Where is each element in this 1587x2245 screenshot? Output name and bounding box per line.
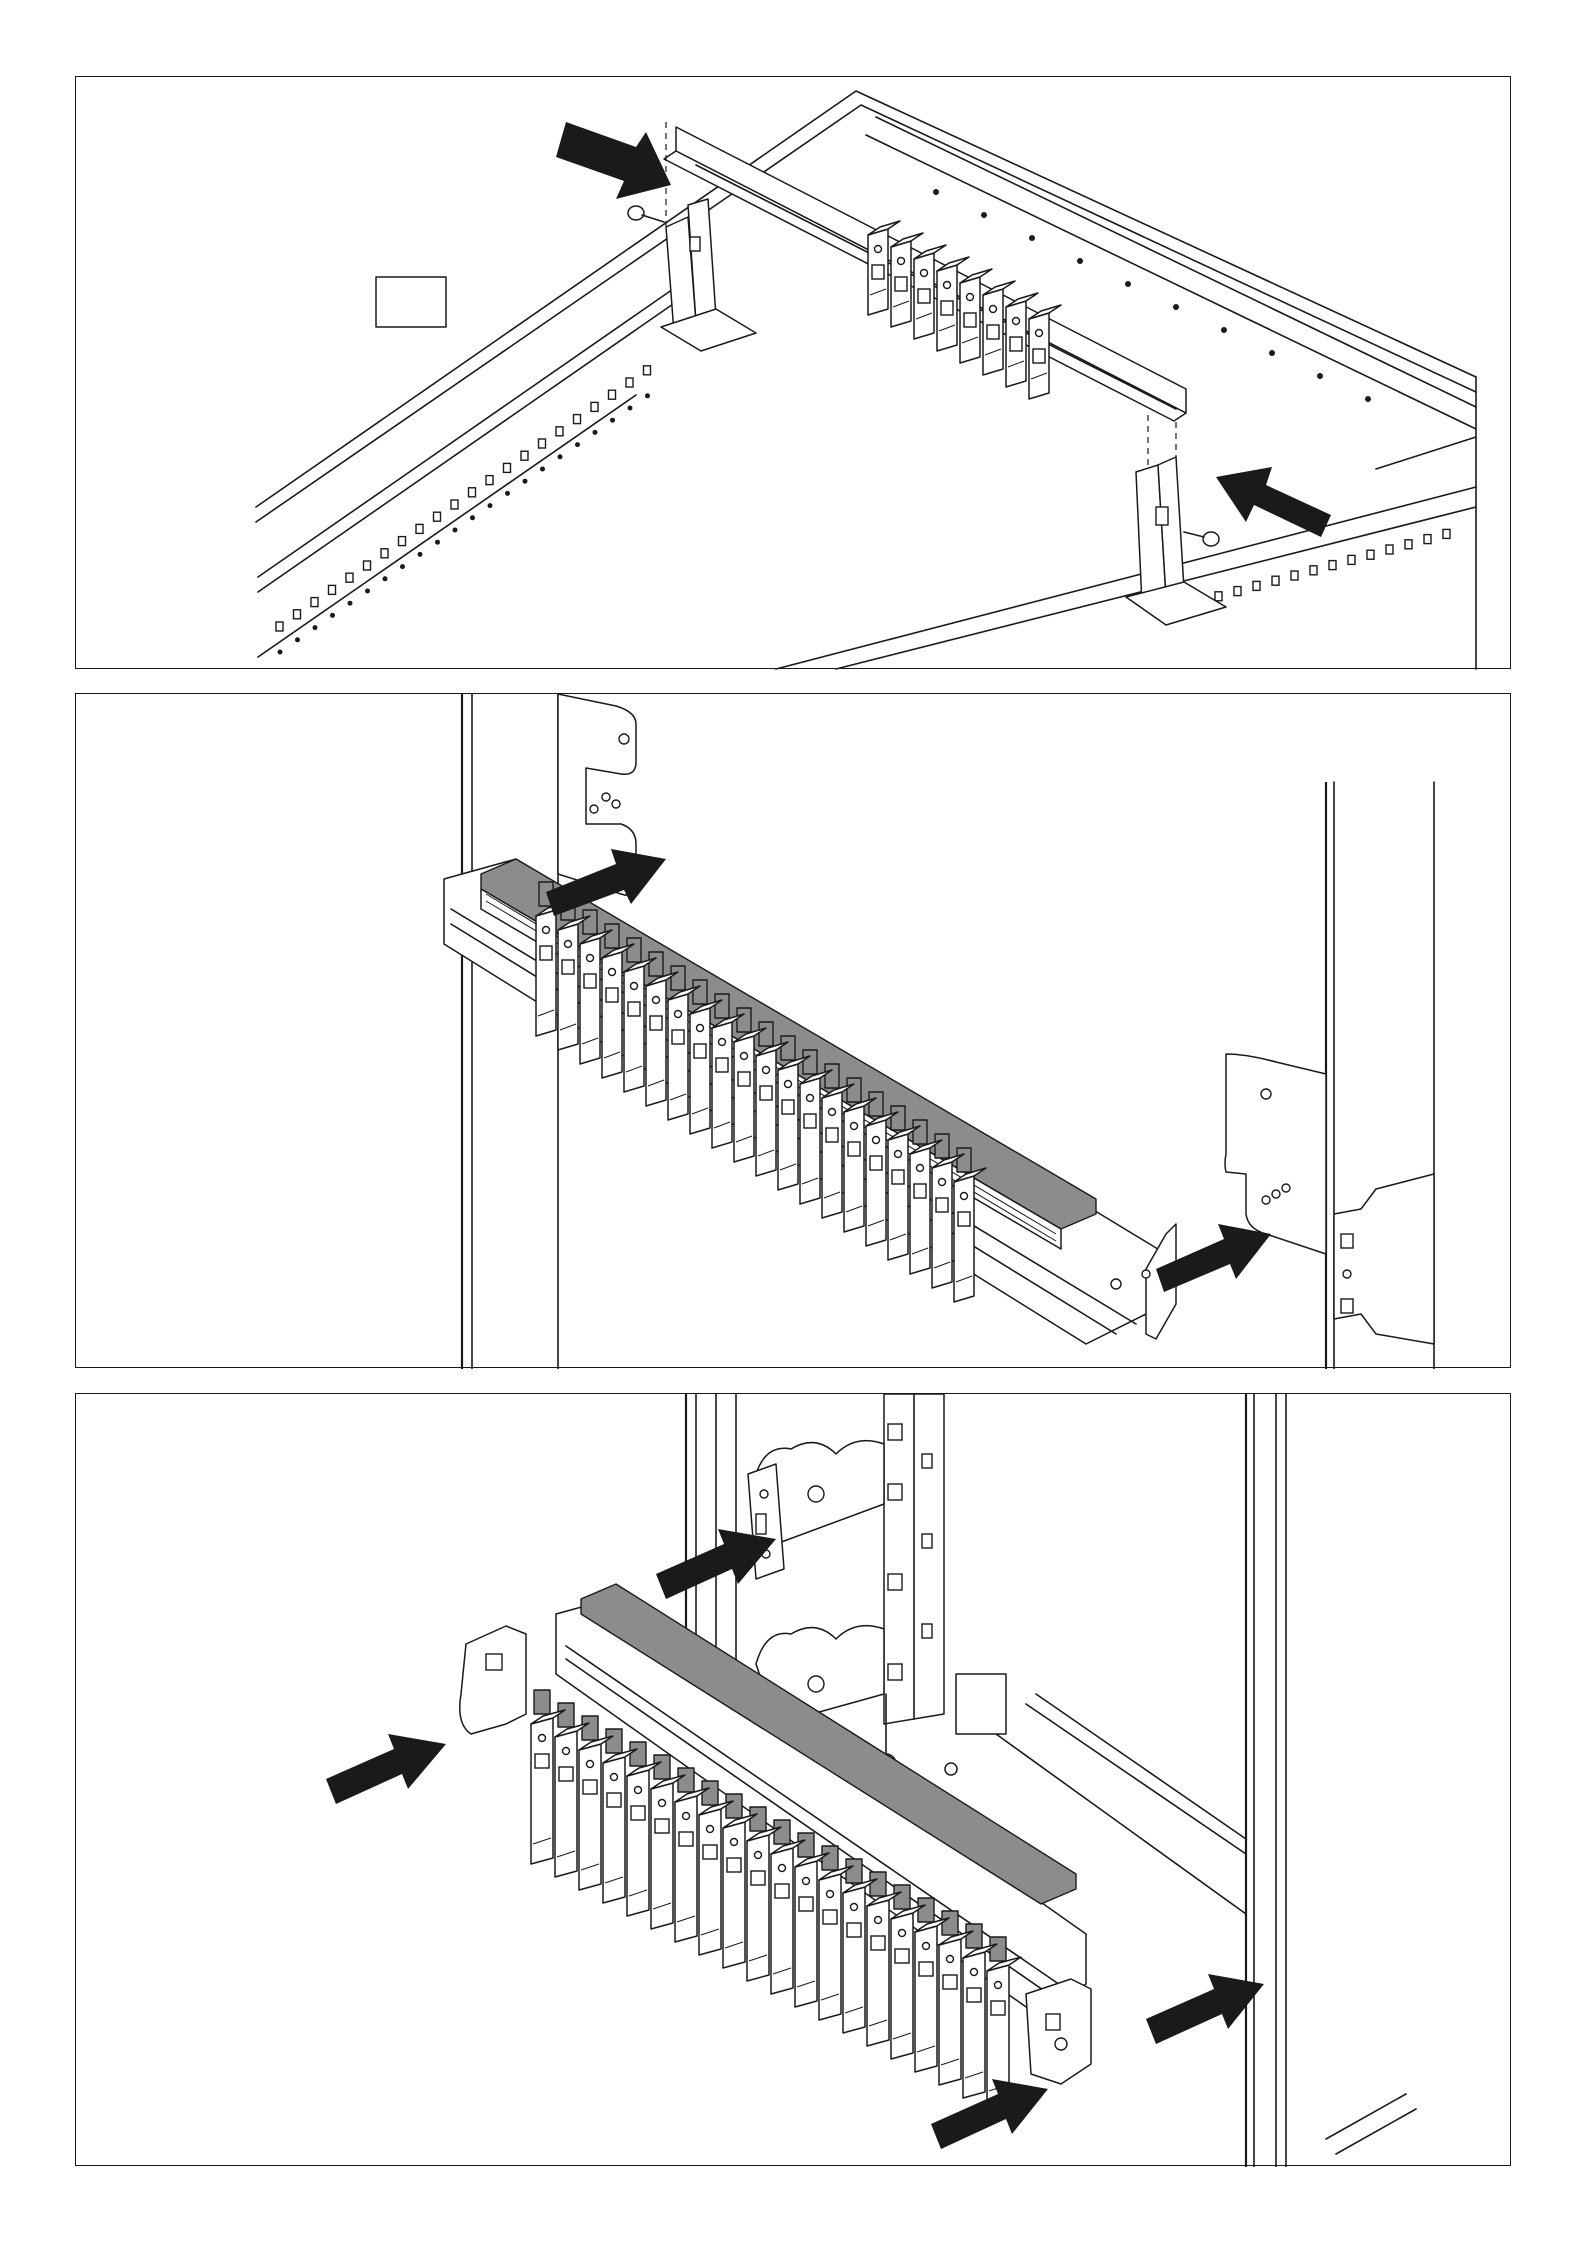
perforation-hole xyxy=(330,613,335,618)
perforation-hole xyxy=(1234,587,1241,596)
perforation-hole xyxy=(933,189,939,195)
bracket-icon xyxy=(1225,1054,1434,1344)
panel-rail-insertion xyxy=(75,693,1511,1368)
perforation-hole xyxy=(1029,235,1035,241)
perforation-hole xyxy=(539,439,546,448)
perforation-hole xyxy=(1173,304,1179,310)
cabinet-frame xyxy=(256,91,1476,669)
perforation-hole xyxy=(346,573,353,582)
perforation-hole xyxy=(644,366,651,375)
perforation-hole xyxy=(364,561,371,570)
perforation-hole xyxy=(556,427,563,436)
arrow-icon xyxy=(556,122,671,199)
perforation-hole xyxy=(1221,327,1227,333)
rail-on-profile-drawing xyxy=(76,1394,1512,2167)
perforation-hole xyxy=(981,212,987,218)
perforation-hole xyxy=(435,540,440,545)
perforation-hole xyxy=(593,430,598,435)
perforation-hole xyxy=(645,393,650,398)
perforation-hole xyxy=(523,479,528,484)
perforation-hole xyxy=(434,512,441,521)
perforation-hole xyxy=(575,442,580,447)
perforation-hole xyxy=(294,610,301,619)
perforation-hole xyxy=(470,515,475,520)
profile-perforations-right xyxy=(933,189,1450,606)
perforation-hole xyxy=(1215,592,1222,601)
perforation-hole xyxy=(505,491,510,496)
perforation-hole xyxy=(1125,281,1131,287)
perforation-hole xyxy=(400,564,405,569)
perforation-hole xyxy=(1253,581,1260,590)
perforation-hole xyxy=(1386,545,1393,554)
perforation-hole xyxy=(1329,561,1336,570)
perforation-hole xyxy=(488,503,493,508)
perforation-hole xyxy=(295,637,300,642)
perforation-hole xyxy=(469,488,476,497)
perforation-hole xyxy=(383,576,388,581)
screw-icon xyxy=(628,206,664,222)
perforation-hole xyxy=(1317,373,1323,379)
perforation-hole xyxy=(1367,550,1374,559)
perforation-hole xyxy=(453,528,458,533)
perforation-hole xyxy=(540,467,545,472)
screw-icon xyxy=(1184,532,1219,546)
perforation-hole xyxy=(1310,566,1317,575)
perforation-hole xyxy=(610,418,615,423)
perforation-hole xyxy=(1077,258,1083,264)
perforation-hole xyxy=(626,378,633,387)
perforation-hole xyxy=(1405,540,1412,549)
perforation-hole xyxy=(521,451,528,460)
perforation-hole xyxy=(609,390,616,399)
perforation-hole xyxy=(329,585,336,594)
perforation-hole xyxy=(399,537,406,546)
perforation-hole xyxy=(451,500,458,509)
arrow-icon xyxy=(1216,467,1331,537)
perforation-hole xyxy=(504,463,511,472)
perforation-hole xyxy=(486,476,493,485)
perforation-hole xyxy=(416,524,423,533)
perforation-hole xyxy=(1348,555,1355,564)
profile-perforations-left xyxy=(276,366,651,655)
perforation-hole xyxy=(311,598,318,607)
perforation-hole xyxy=(276,622,283,631)
perforation-hole xyxy=(1272,576,1279,585)
rail-mounting-drawing xyxy=(76,77,1512,670)
rail-insertion-drawing xyxy=(76,694,1512,1369)
perforation-hole xyxy=(1269,350,1275,356)
perforation-hole xyxy=(348,601,353,606)
panel-rail-mounting xyxy=(75,76,1511,669)
perforation-hole xyxy=(1365,396,1371,402)
perforation-hole xyxy=(418,552,423,557)
perforation-hole xyxy=(574,415,581,424)
perforation-hole xyxy=(278,650,283,655)
perforation-hole xyxy=(1291,571,1298,580)
perforation-hole xyxy=(1424,535,1431,544)
perforation-hole xyxy=(1443,529,1450,538)
vertical-profile xyxy=(884,1394,1006,1734)
perforation-hole xyxy=(591,402,598,411)
perforation-hole xyxy=(313,625,318,630)
panel-rail-on-profile xyxy=(75,1393,1511,2166)
perforation-hole xyxy=(558,454,563,459)
perforation-hole xyxy=(381,549,388,558)
perforation-hole xyxy=(365,589,370,594)
bracket-icon xyxy=(661,199,756,351)
arrow-icon xyxy=(326,1734,446,1804)
perforation-hole xyxy=(628,406,633,411)
